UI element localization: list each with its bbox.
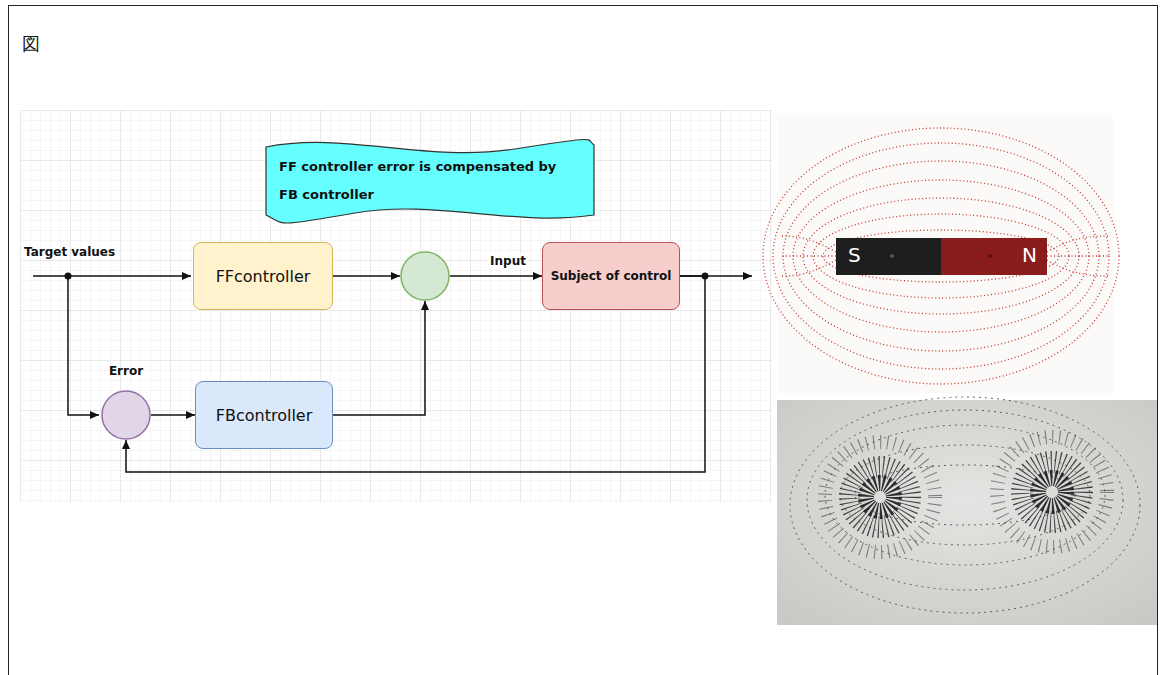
target-branch-wire <box>68 276 99 415</box>
pole-label: N <box>1022 243 1037 267</box>
box-label: FFcontroller <box>216 267 311 286</box>
signal-name: Target values <box>24 245 115 259</box>
circle-shape <box>101 390 151 440</box>
signal-name: Input <box>488 254 528 268</box>
comparator-circle: Error <box>101 390 151 440</box>
pole-label: S <box>848 243 861 267</box>
process-box: Subject of control <box>542 242 680 310</box>
circle-heading: Error <box>109 364 143 378</box>
figure-mark: 図 <box>22 32 40 56</box>
circle-shape <box>400 251 450 301</box>
note-banner: FF controller error is compensated by FB… <box>265 135 595 225</box>
signal-arrow <box>333 301 425 415</box>
target-wire <box>33 275 191 277</box>
note-text: FF controller error is compensated by FB… <box>279 153 573 209</box>
process-box: FBcontroller <box>195 381 333 449</box>
signal-arrow <box>151 414 195 416</box>
signal-arrow <box>450 275 542 277</box>
banner-shape <box>265 135 595 225</box>
box-label: Subject of control <box>551 269 672 283</box>
junction-dot <box>65 273 72 280</box>
process-box: FFcontroller <box>193 242 333 310</box>
summing-circle <box>400 251 450 301</box>
box-label: FBcontroller <box>216 406 313 425</box>
signal-arrow <box>333 275 400 277</box>
